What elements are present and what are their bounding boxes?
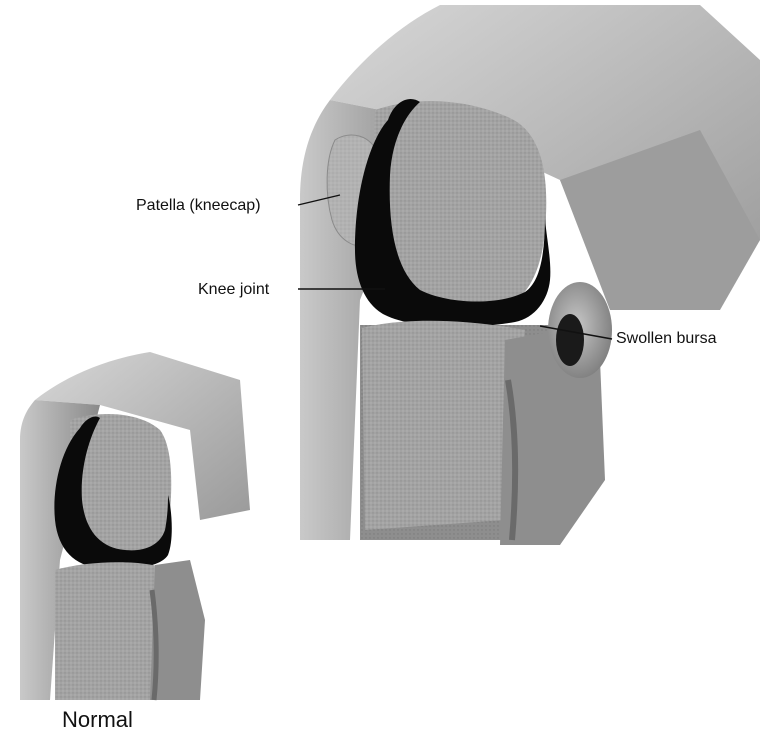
knee-joint-label: Knee joint: [198, 281, 269, 299]
swollen-knee: [300, 5, 760, 545]
normal-calf-back: [150, 560, 205, 700]
bursa-cavity: [556, 314, 584, 366]
normal-tibia: [55, 562, 165, 700]
tibia: [362, 321, 525, 530]
patella-label: Patella (kneecap): [136, 197, 261, 215]
normal-label: Normal: [62, 707, 133, 733]
swollen-bursa-label: Swollen bursa: [616, 330, 717, 348]
normal-knee: [20, 352, 250, 700]
